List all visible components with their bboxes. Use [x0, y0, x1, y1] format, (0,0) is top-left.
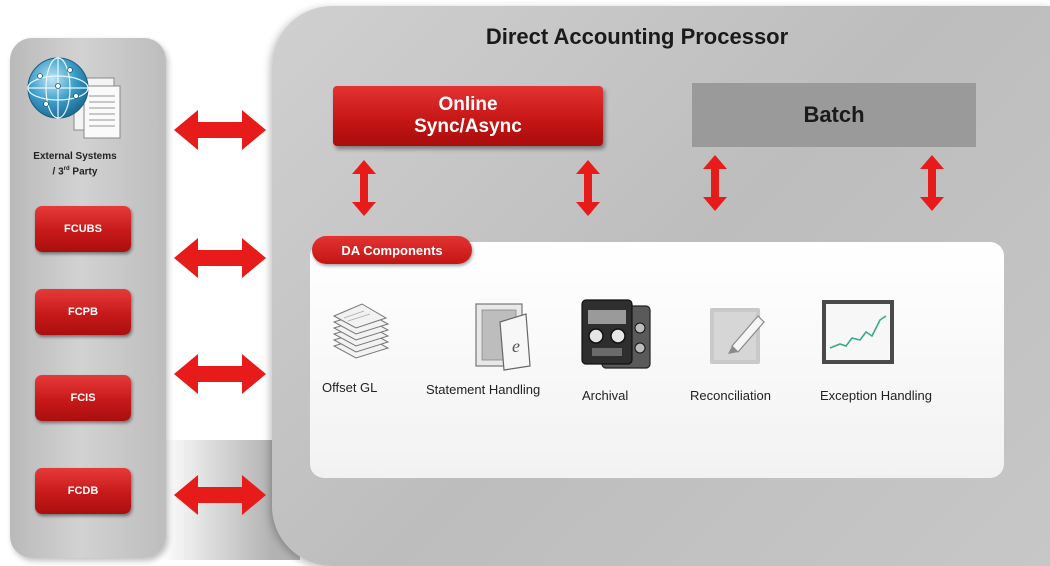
vertical-arrow-4 [920, 155, 944, 211]
offset-gl-label: Offset GL [322, 380, 378, 395]
connector-arrow-external [174, 110, 266, 150]
connector-arrow-fcdb [174, 475, 266, 515]
diagram-title: Direct Accounting Processor [485, 24, 789, 49]
vertical-arrow-2 [576, 160, 600, 216]
globe-documents-icon [26, 56, 122, 142]
statement-handling-label: Statement Handling [426, 382, 541, 397]
archival-label: Archival [582, 388, 629, 403]
batch-box: Batch [692, 83, 976, 147]
exception-handling-label: Exception Handling [820, 388, 933, 403]
external-systems-label: External Systems / 3rd Party [33, 151, 117, 178]
pencil-pad-icon [710, 308, 765, 364]
connector-arrow-fcubs [174, 238, 266, 278]
statement-page-icon: e [475, 303, 531, 371]
svg-text:e: e [512, 336, 520, 356]
da-components-panel [310, 242, 1004, 478]
connector-arrow-fcis [174, 354, 266, 394]
da-components-tab: DA Components [312, 236, 472, 264]
online-sync-async-box: Online Sync/Async [333, 86, 603, 146]
reconciliation-label: Reconciliation [690, 388, 771, 403]
tape-cassette-icon [581, 299, 651, 369]
vertical-arrow-1 [352, 160, 376, 216]
vertical-arrow-3 [703, 155, 727, 211]
system-fcubs: FCUBS [35, 206, 131, 252]
system-fcis: FCIS [35, 375, 131, 421]
document-stack-icon [332, 303, 390, 359]
line-chart-monitor-icon [822, 300, 894, 364]
online-label: Online [438, 94, 498, 115]
sync-async-label: Sync/Async [414, 116, 522, 137]
system-fcpb: FCPB [35, 289, 131, 335]
system-fcdb: FCDB [35, 468, 131, 514]
